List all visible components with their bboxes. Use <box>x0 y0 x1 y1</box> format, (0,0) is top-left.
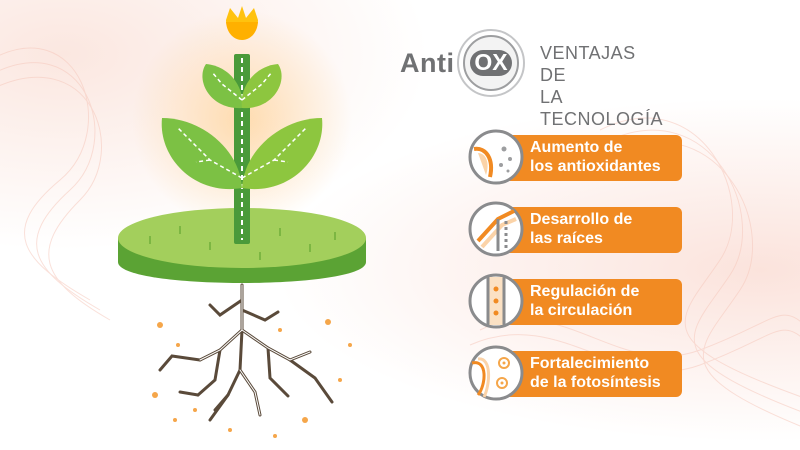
benefit-pill <box>502 135 682 181</box>
logo-ox-text: OX <box>474 49 508 75</box>
benefit-photosynthesis: Fortalecimiento de la fotosíntesis <box>468 345 700 401</box>
benefit-text: Aumento de los antioxidantes <box>530 138 690 176</box>
benefit-text: Fortalecimiento de la fotosíntesis <box>530 354 690 392</box>
ox-badge-icon <box>457 29 525 97</box>
benefit-line1: Fortalecimiento <box>530 355 650 372</box>
benefit-line1: Aumento de <box>530 139 623 156</box>
benefit-line2: la circulación <box>530 302 633 319</box>
antioxidant-cell-icon <box>468 129 524 185</box>
benefit-line1: Desarrollo de <box>530 211 633 228</box>
logo-anti-text: Anti <box>400 48 455 78</box>
benefit-roots: Desarrollo de las raíces <box>468 201 700 257</box>
benefit-pill <box>502 207 682 253</box>
benefit-line2: las raíces <box>530 230 603 247</box>
benefit-pill <box>502 351 682 397</box>
benefit-pill <box>502 279 682 325</box>
circulation-vessel-icon <box>468 273 524 329</box>
benefit-text: Regulación de la circulación <box>530 282 690 320</box>
benefit-text: Desarrollo de las raíces <box>530 210 690 248</box>
benefit-antioxidants: Aumento de los antioxidantes <box>468 129 700 185</box>
logo-subtitle: VENTAJAS DE LA TECNOLOGÍA <box>540 42 663 130</box>
plant-illustration <box>118 6 366 438</box>
benefit-circulation: Regulación de la circulación <box>468 273 700 329</box>
root-development-icon <box>468 201 524 257</box>
logo-subtitle-line2: LA TECNOLOGÍA <box>540 87 664 129</box>
benefit-line2: de la fotosíntesis <box>530 374 661 391</box>
photosynthesis-cell-icon <box>468 345 524 401</box>
logo-subtitle-line1: VENTAJAS DE <box>540 43 636 85</box>
benefit-line1: Regulación de <box>530 283 640 300</box>
benefit-line2: los antioxidantes <box>530 158 661 175</box>
